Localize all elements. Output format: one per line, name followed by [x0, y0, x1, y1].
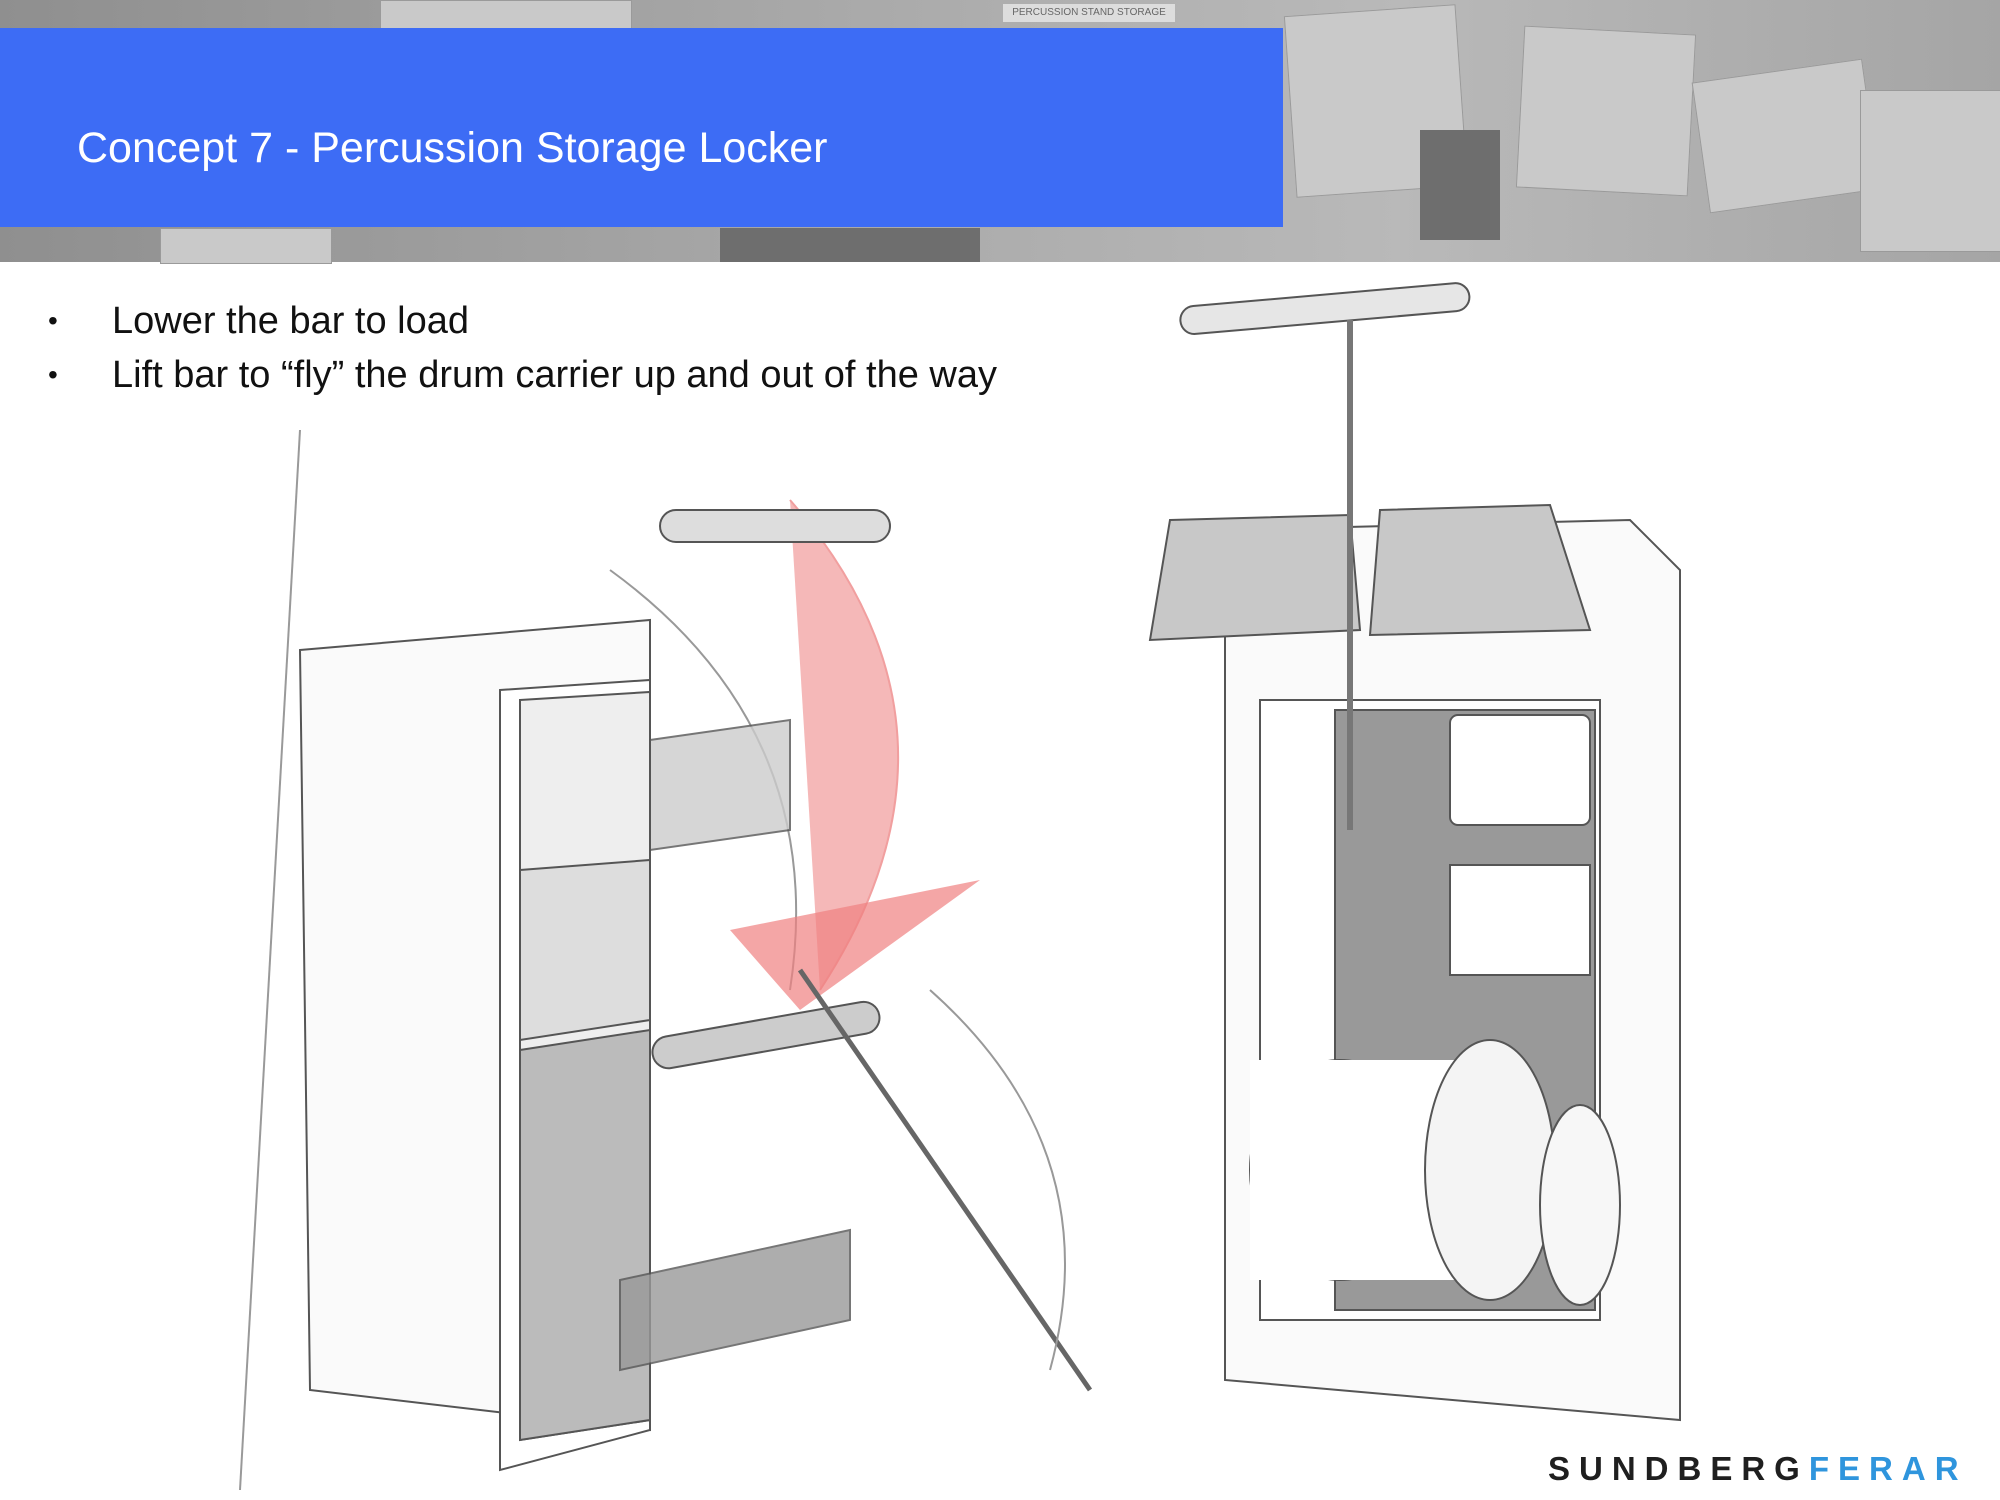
title-banner: Concept 7 - Percussion Storage Locker [0, 28, 1283, 227]
bullet-item: •Lift bar to “fly” the drum carrier up a… [48, 353, 997, 396]
background-sign: PERCUSSION STAND STORAGE [1003, 4, 1175, 22]
right-locker-sketch [1148, 282, 1681, 1422]
company-logo: SUNDBERGFERAR [1548, 1450, 1968, 1487]
page-title: Concept 7 - Percussion Storage Locker [77, 124, 828, 172]
bullet-item: •Lower the bar to load [48, 299, 470, 342]
bullet-list: •Lower the bar to load •Lift bar to “fly… [48, 294, 997, 402]
left-locker-sketch [239, 430, 1093, 1491]
